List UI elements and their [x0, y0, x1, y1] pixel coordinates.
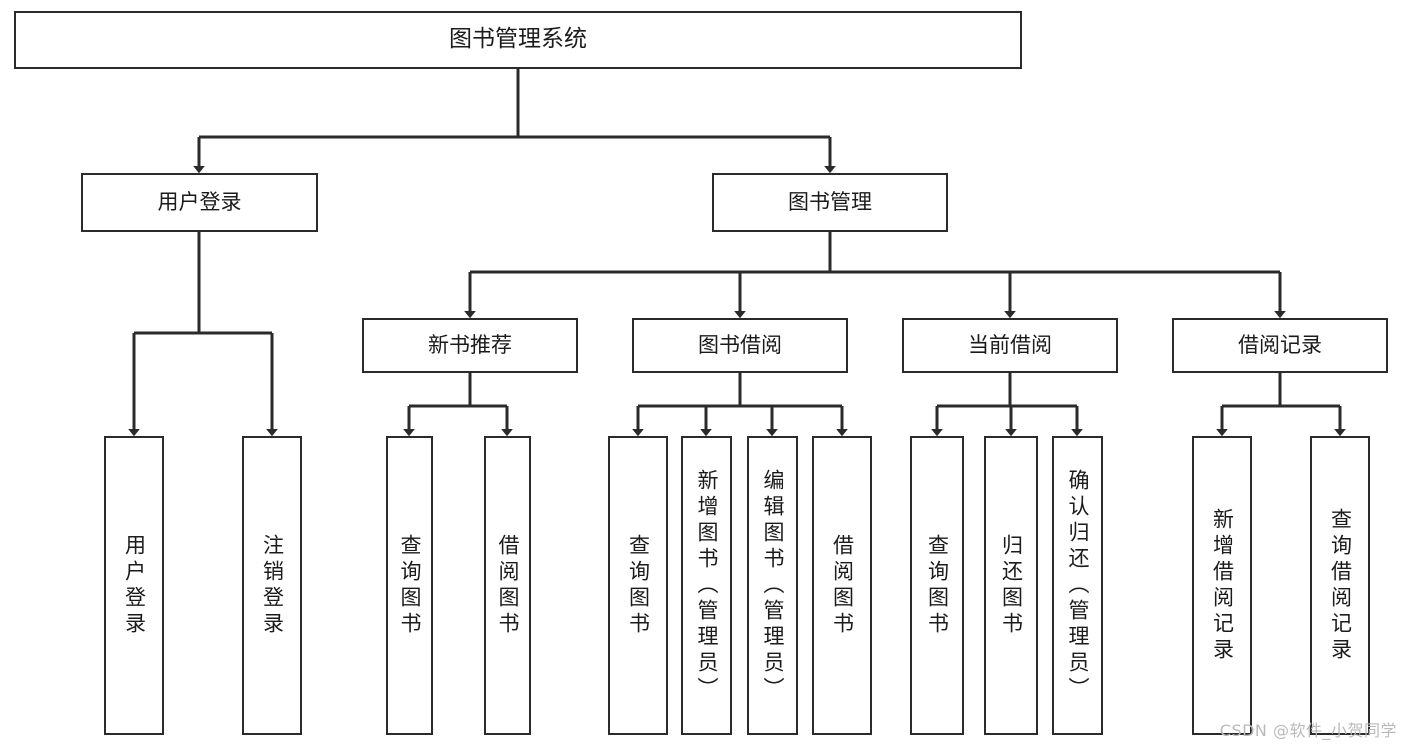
node-leaf-logout-label: 注销登录	[260, 533, 285, 638]
node-borrow-record-label: 借阅记录	[1238, 333, 1322, 358]
node-leaf-add-book[interactable]: 新增图书（管理员）	[681, 436, 732, 735]
node-leaf-query-book-a-label: 查询图书	[398, 533, 422, 638]
node-user-login[interactable]: 用户登录	[81, 173, 318, 232]
node-leaf-confirm-return[interactable]: 确认归还（管理员）	[1052, 436, 1103, 735]
node-leaf-query-record-label: 查询借阅记录	[1328, 507, 1353, 664]
node-new-book-recommend[interactable]: 新书推荐	[362, 318, 578, 373]
node-book-borrow-label: 图书借阅	[698, 333, 782, 358]
node-leaf-return-book-label: 归还图书	[999, 533, 1024, 638]
node-root-label: 图书管理系统	[449, 26, 587, 53]
node-leaf-query-book-c[interactable]: 查询图书	[910, 436, 964, 735]
node-leaf-logout[interactable]: 注销登录	[242, 436, 302, 735]
node-leaf-query-record[interactable]: 查询借阅记录	[1310, 436, 1370, 735]
node-borrow-record[interactable]: 借阅记录	[1172, 318, 1388, 373]
node-leaf-edit-book-label: 编辑图书（管理员）	[761, 468, 785, 703]
node-leaf-add-record-label: 新增借阅记录	[1210, 507, 1235, 664]
node-leaf-add-book-label: 新增图书（管理员）	[695, 468, 719, 703]
node-leaf-borrow-book-a[interactable]: 借阅图书	[484, 436, 531, 735]
watermark-text: CSDN @软件_小贺同学	[1219, 721, 1397, 740]
node-leaf-borrow-book-b[interactable]: 借阅图书	[812, 436, 872, 735]
node-leaf-user-login-label: 用户登录	[122, 533, 147, 638]
node-current-borrow[interactable]: 当前借阅	[902, 318, 1118, 373]
node-root[interactable]: 图书管理系统	[14, 11, 1022, 69]
node-book-management[interactable]: 图书管理	[712, 173, 948, 232]
node-current-borrow-label: 当前借阅	[968, 333, 1052, 358]
node-leaf-add-record[interactable]: 新增借阅记录	[1192, 436, 1252, 735]
node-leaf-query-book-b[interactable]: 查询图书	[608, 436, 668, 735]
node-leaf-confirm-return-label: 确认归还（管理员）	[1066, 468, 1090, 703]
node-leaf-borrow-book-a-label: 借阅图书	[496, 533, 520, 638]
node-leaf-user-login[interactable]: 用户登录	[104, 436, 164, 735]
node-leaf-borrow-book-b-label: 借阅图书	[830, 533, 855, 638]
node-leaf-query-book-b-label: 查询图书	[626, 533, 651, 638]
node-user-login-label: 用户登录	[157, 190, 242, 215]
node-leaf-return-book[interactable]: 归还图书	[984, 436, 1038, 735]
node-leaf-edit-book[interactable]: 编辑图书（管理员）	[747, 436, 798, 735]
node-new-book-recommend-label: 新书推荐	[428, 333, 512, 358]
node-leaf-query-book-a[interactable]: 查询图书	[386, 436, 433, 735]
node-book-borrow[interactable]: 图书借阅	[632, 318, 848, 373]
node-leaf-query-book-c-label: 查询图书	[925, 533, 950, 638]
node-book-management-label: 图书管理	[788, 190, 872, 215]
